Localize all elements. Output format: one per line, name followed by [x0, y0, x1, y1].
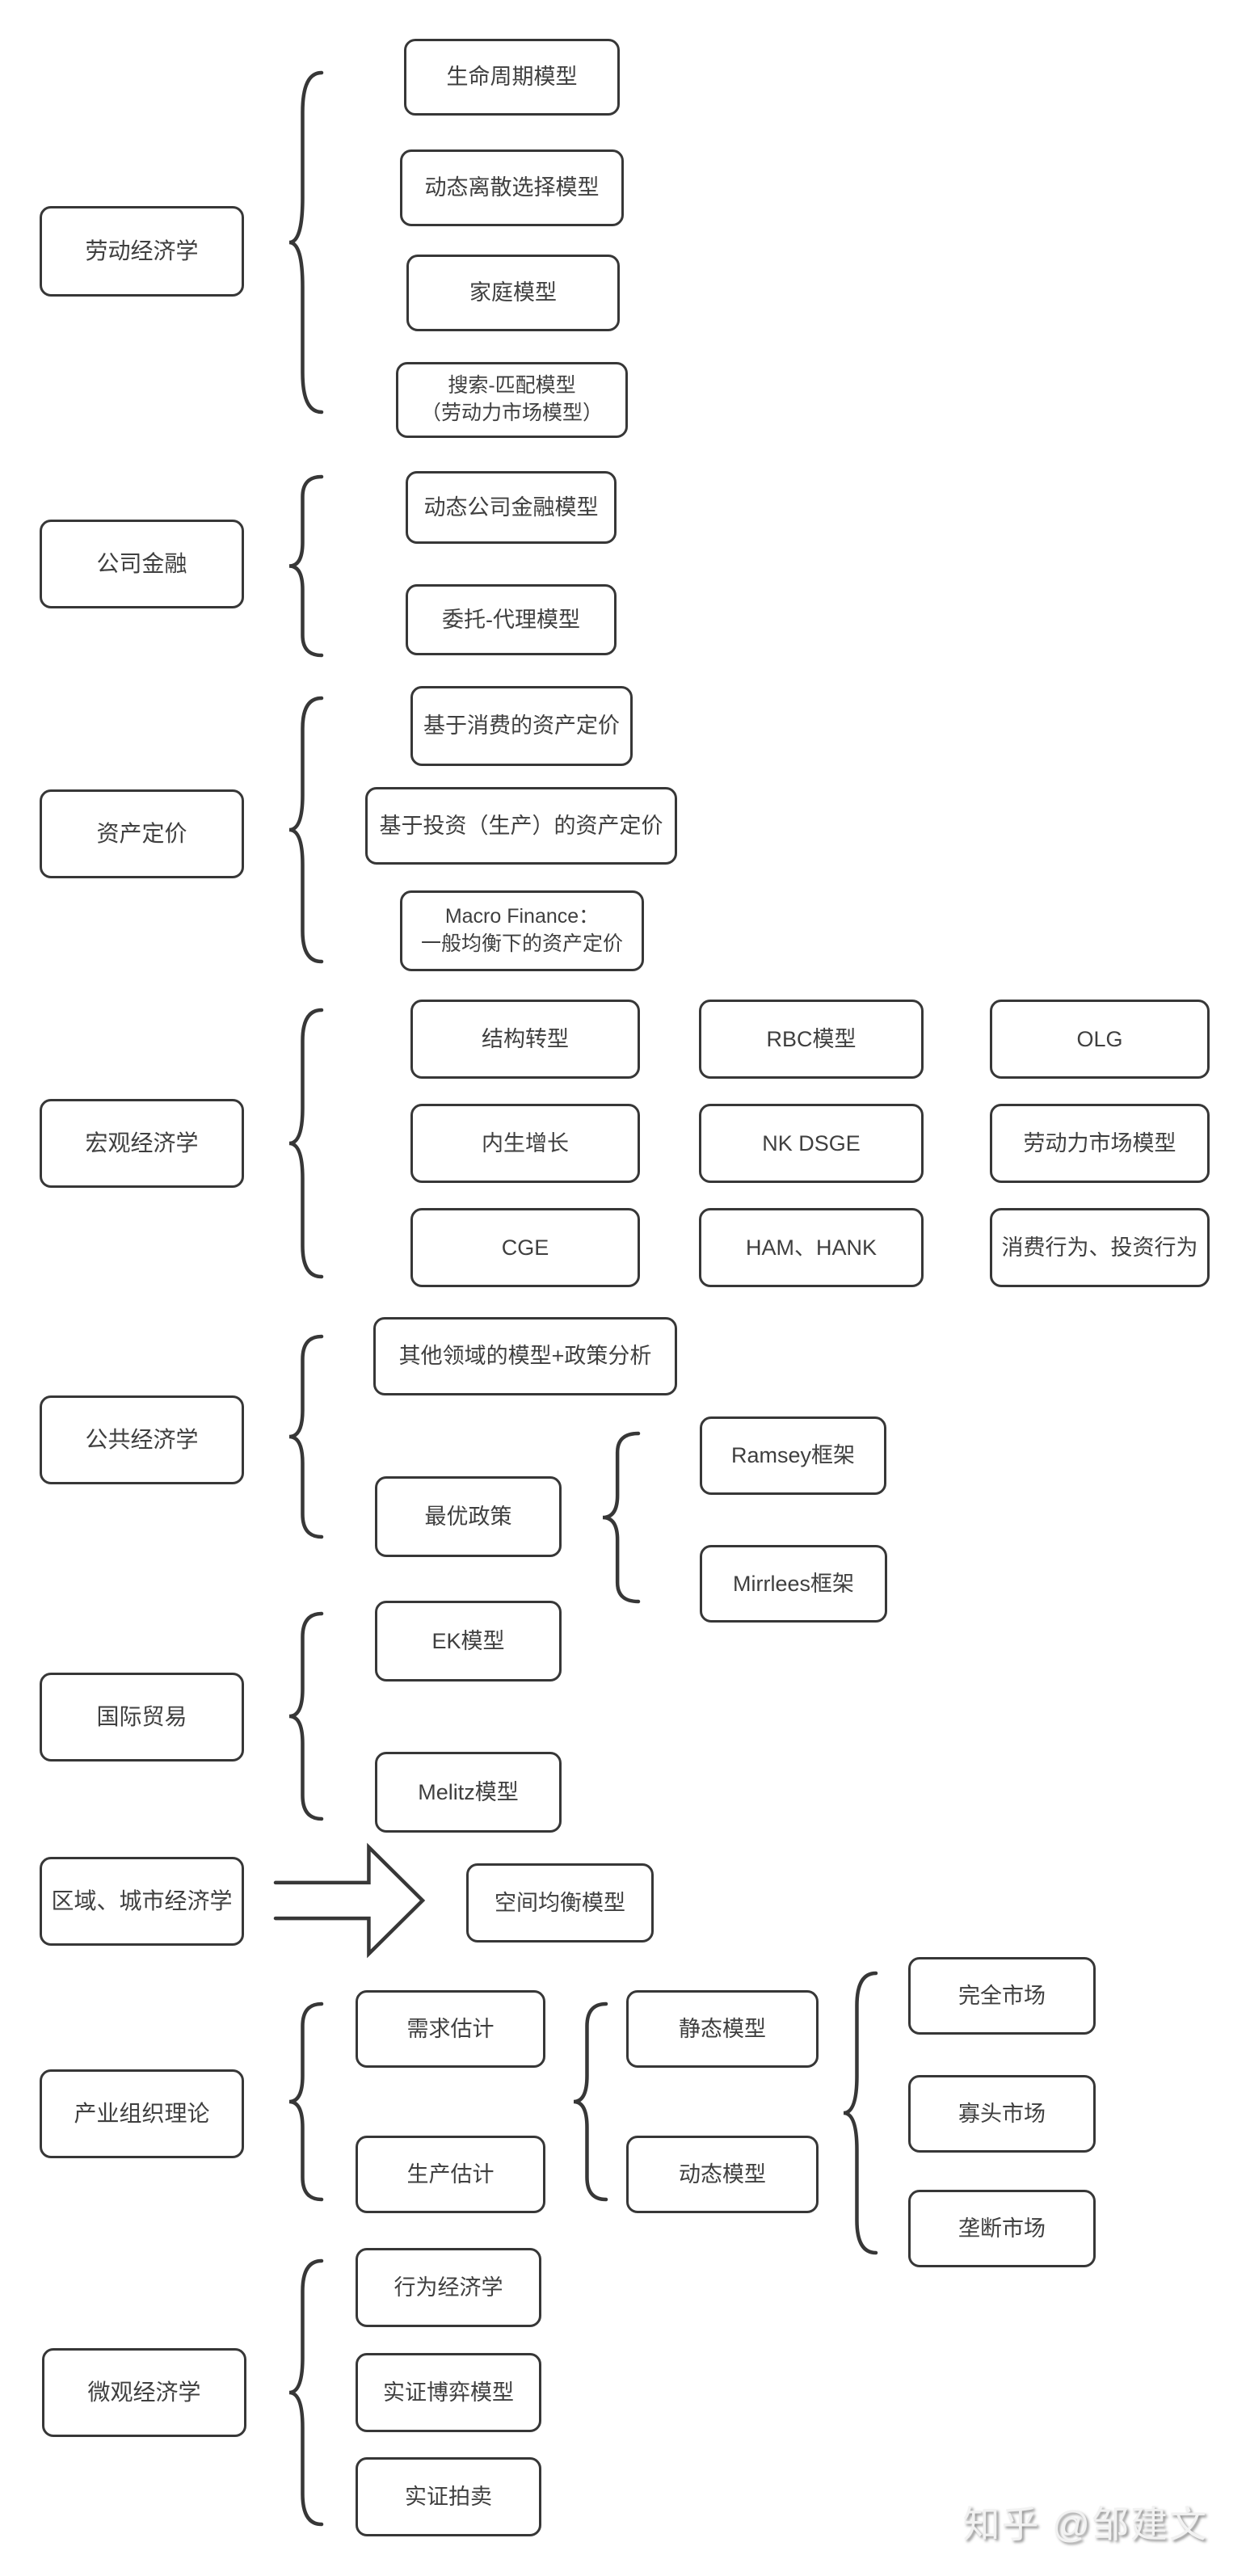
consumption-investment-behavior: 消费行为、投资行为 — [990, 1208, 1210, 1287]
dynamic-corporate-finance-model: 动态公司金融模型 — [406, 471, 617, 544]
macro-finance-general-equilibrium: Macro Finance：一般均衡下的资产定价 — [400, 890, 644, 971]
brace-international-trade — [288, 1611, 324, 1821]
ramsey-framework: Ramsey框架 — [700, 1416, 886, 1495]
brace-estimation-to-models — [573, 2001, 608, 2202]
arrow-regional-urban — [273, 1842, 426, 1959]
regional-urban-economics: 区域、城市经济学 — [40, 1857, 244, 1946]
consumption-based-asset-pricing: 基于消费的资产定价 — [410, 686, 633, 766]
corporate-finance: 公司金融 — [40, 520, 244, 608]
macroeconomics: 宏观经济学 — [40, 1099, 244, 1188]
ham-hank: HAM、HANK — [699, 1208, 924, 1287]
brace-asset-pricing — [288, 696, 324, 964]
brace-macroeconomics — [288, 1008, 324, 1279]
brace-industrial-organization — [288, 2001, 324, 2202]
other-field-models-policy-analysis: 其他领域的模型+政策分析 — [373, 1317, 677, 1395]
industrial-organization: 产业组织理论 — [40, 2069, 244, 2158]
principal-agent-model: 委托-代理模型 — [406, 584, 617, 655]
brace-public-economics — [288, 1334, 324, 1539]
international-trade: 国际贸易 — [40, 1673, 244, 1762]
oligopoly-market: 寡头市场 — [908, 2075, 1096, 2153]
life-cycle-model: 生命周期模型 — [404, 39, 620, 116]
search-matching-model: 搜索-匹配模型（劳动力市场模型） — [396, 362, 628, 438]
empirical-game-model: 实证博弈模型 — [356, 2353, 541, 2432]
mirrlees-framework: Mirrlees框架 — [700, 1545, 887, 1623]
static-model: 静态模型 — [626, 1990, 819, 2068]
household-model: 家庭模型 — [406, 255, 620, 331]
dynamic-model: 动态模型 — [626, 2136, 819, 2213]
zhihu-watermark: 知乎 @邹建文 — [962, 2503, 1208, 2545]
nk-dsge: NK DSGE — [699, 1104, 924, 1183]
monopoly-market: 垄断市场 — [908, 2190, 1096, 2267]
behavioral-economics: 行为经济学 — [356, 2248, 541, 2327]
dynamic-discrete-choice-model: 动态离散选择模型 — [400, 149, 624, 226]
ek-model: EK模型 — [375, 1601, 562, 1682]
brace-optimal-policy — [602, 1431, 641, 1604]
optimal-policy: 最优政策 — [375, 1476, 562, 1557]
olg: OLG — [990, 1000, 1210, 1079]
labor-market-model: 劳动力市场模型 — [990, 1104, 1210, 1183]
labor-economics: 劳动经济学 — [40, 206, 244, 297]
empirical-auction: 实证拍卖 — [356, 2457, 541, 2536]
brace-labor-economics — [288, 70, 324, 415]
cge: CGE — [410, 1208, 640, 1287]
public-economics: 公共经济学 — [40, 1395, 244, 1484]
brace-models-to-markets — [843, 1971, 878, 2255]
perfect-market: 完全市场 — [908, 1957, 1096, 2035]
production-estimation: 生产估计 — [356, 2136, 545, 2213]
spatial-equilibrium-model: 空间均衡模型 — [466, 1863, 654, 1943]
melitz-model: Melitz模型 — [375, 1752, 562, 1833]
brace-corporate-finance — [288, 474, 324, 658]
rbc-model: RBC模型 — [699, 1000, 924, 1079]
asset-pricing: 资产定价 — [40, 789, 244, 878]
investment-based-asset-pricing: 基于投资（生产）的资产定价 — [365, 787, 677, 865]
brace-microeconomics — [288, 2258, 324, 2527]
demand-estimation: 需求估计 — [356, 1990, 545, 2068]
microeconomics: 微观经济学 — [42, 2348, 246, 2437]
endogenous-growth: 内生增长 — [410, 1104, 640, 1183]
structural-transformation: 结构转型 — [410, 1000, 640, 1079]
